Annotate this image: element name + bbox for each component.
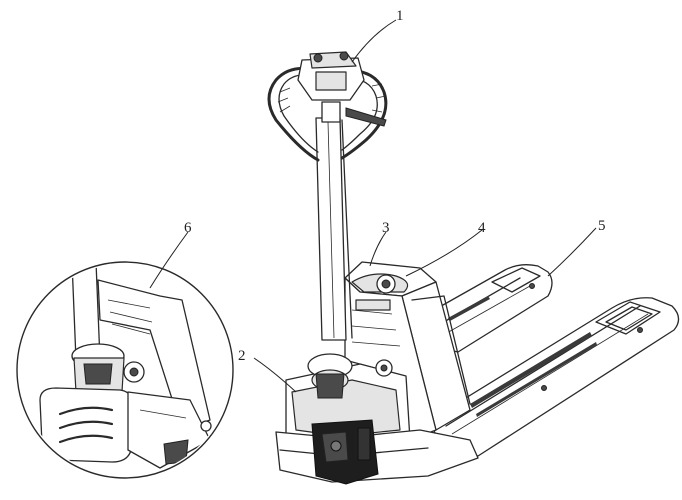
leader-6 [149, 231, 189, 289]
leader-1 [351, 19, 397, 63]
leader-4 [405, 229, 483, 277]
leader-lines [149, 19, 597, 393]
leader-2 [253, 357, 297, 393]
main-frame [275, 261, 479, 485]
callout-2: 2 [238, 348, 246, 364]
leader-5 [547, 227, 597, 277]
callout-5: 5 [598, 218, 606, 234]
callout-labels: 1 2 3 4 5 6 [184, 8, 606, 364]
callout-1: 1 [396, 8, 404, 24]
handle [267, 51, 388, 341]
leader-3 [369, 231, 387, 267]
forks [419, 264, 680, 457]
callout-6: 6 [184, 220, 192, 236]
detail-view-circle [16, 261, 234, 479]
callout-4: 4 [478, 220, 486, 236]
fork-right [429, 297, 680, 457]
callout-3: 3 [382, 220, 390, 236]
